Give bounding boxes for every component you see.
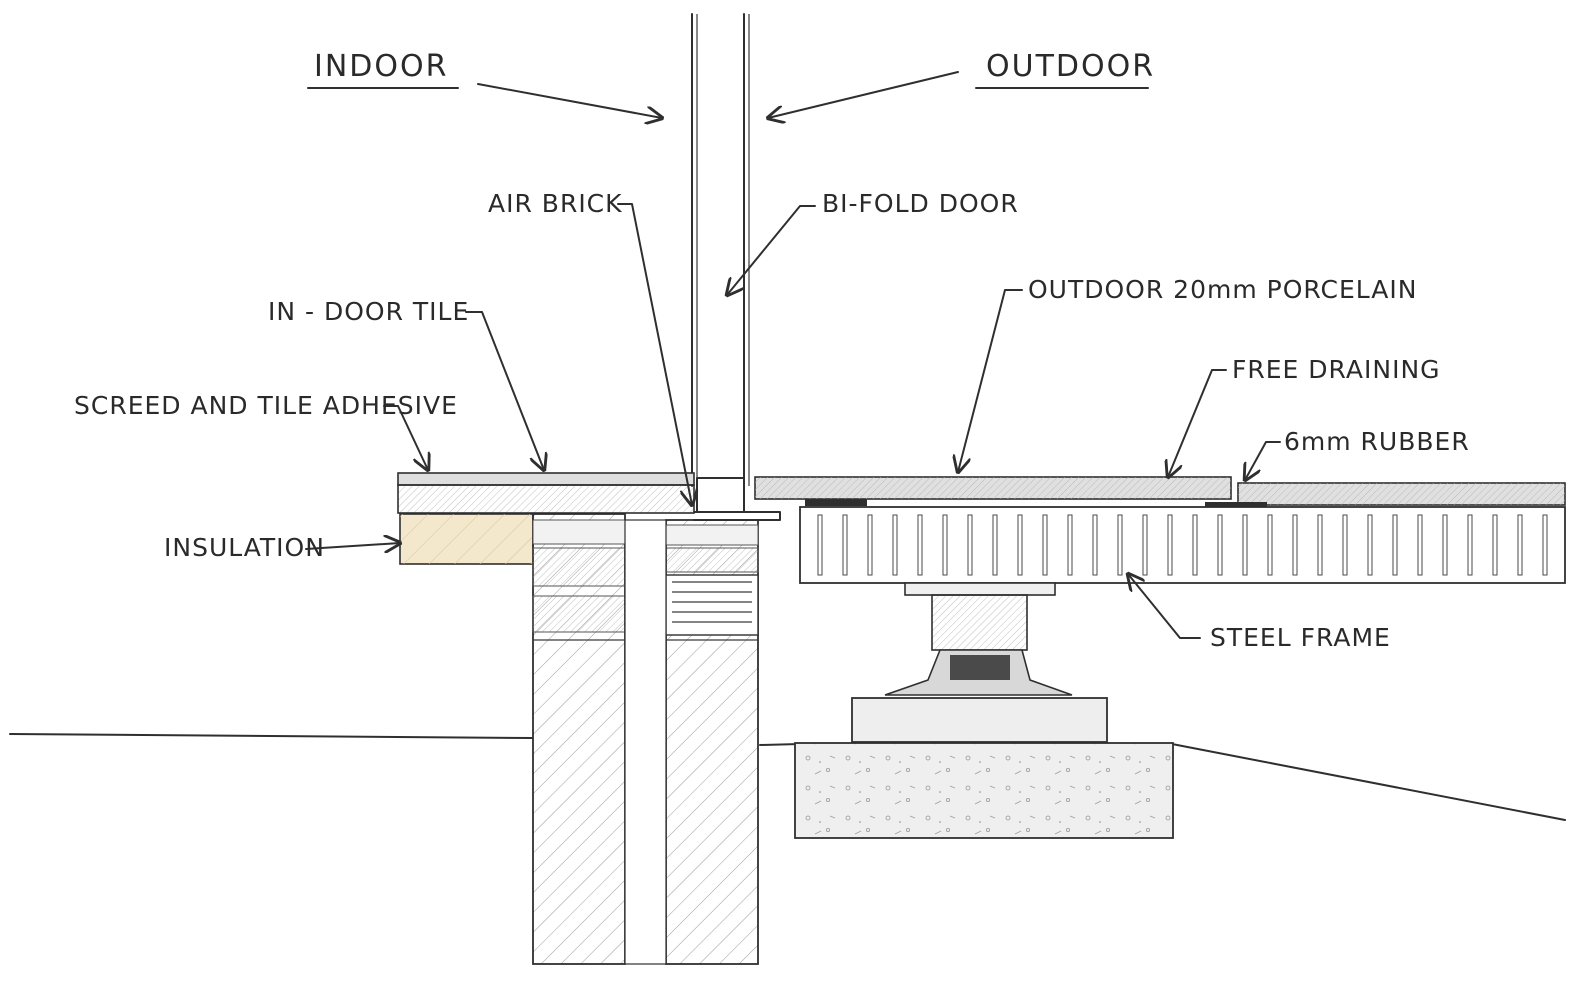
frame-slot [817, 514, 823, 576]
outer-wall-leaf [665, 519, 759, 965]
frame-slot [1442, 514, 1448, 576]
frame-slot [1467, 514, 1473, 576]
frame-slot [917, 514, 923, 576]
indoor-tile [397, 472, 695, 514]
label-bi-fold-door: BI-FOLD DOOR [822, 189, 1019, 218]
insulation-block [399, 513, 534, 565]
concrete-foundation [794, 742, 1174, 839]
frame-slot [1392, 514, 1398, 576]
adjustable-pedestal [884, 582, 1073, 696]
frame-slot [1067, 514, 1073, 576]
frame-slot [1242, 514, 1248, 576]
frame-slot [1167, 514, 1173, 576]
frame-slot [1117, 514, 1123, 576]
frame-slot [1017, 514, 1023, 576]
label-outdoor: OUTDOOR [986, 49, 1155, 84]
bi-fold-door [691, 13, 750, 513]
frame-slot [1542, 514, 1548, 576]
frame-slot [992, 514, 998, 576]
frame-slot [967, 514, 973, 576]
leader-lines [305, 71, 1281, 639]
frame-slot [1317, 514, 1323, 576]
frame-slot [1217, 514, 1223, 576]
frame-slot [1517, 514, 1523, 576]
label-air-brick: AIR BRICK [488, 189, 623, 218]
label-steel-frame: STEEL FRAME [1210, 623, 1391, 652]
label-screed-adhesive: SCREED AND TILE ADHESIVE [74, 391, 458, 420]
frame-slot [942, 514, 948, 576]
frame-slot [1092, 514, 1098, 576]
label-in-door-tile: IN - DOOR TILE [268, 297, 469, 326]
outdoor-porcelain [754, 476, 1566, 509]
inner-wall-leaf [532, 513, 626, 965]
frame-slot [1192, 514, 1198, 576]
frame-slot [867, 514, 873, 576]
ground-line-outdoor [759, 743, 801, 746]
label-outdoor-porcelain: OUTDOOR 20mm PORCELAIN [1028, 275, 1417, 304]
frame-slot [842, 514, 848, 576]
ground-line-indoor [9, 733, 533, 739]
steel-frame [799, 506, 1566, 584]
label-rubber: 6mm RUBBER [1284, 427, 1470, 456]
paving-pad [851, 697, 1108, 743]
label-indoor: INDOOR [314, 49, 448, 84]
label-insulation: INSULATION [164, 533, 325, 562]
frame-slot [1267, 514, 1273, 576]
frame-slot [1342, 514, 1348, 576]
frame-slot [1367, 514, 1373, 576]
frame-slot [892, 514, 898, 576]
door-cill [693, 511, 781, 521]
label-free-draining: FREE DRAINING [1232, 355, 1441, 384]
frame-slot [1042, 514, 1048, 576]
frame-slot [1417, 514, 1423, 576]
frame-slot [1492, 514, 1498, 576]
cavity [624, 519, 667, 965]
frame-slot [1292, 514, 1298, 576]
ground-line-outdoor-slope [1171, 743, 1566, 821]
